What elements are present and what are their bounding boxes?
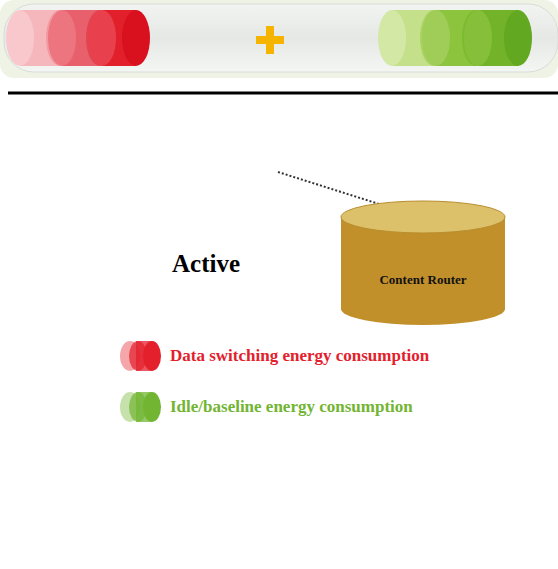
state-label: Active (172, 250, 240, 278)
legend-text: Idle/baseline energy consumption (170, 397, 413, 417)
cylinder-top (341, 201, 505, 233)
red-cells (6, 10, 150, 66)
cylinder-bottom (341, 293, 505, 325)
legend-text: Data switching energy consumption (170, 346, 429, 366)
node-text: Content Router (340, 272, 506, 288)
legend-swatch (116, 340, 162, 372)
swatch-cell (143, 341, 161, 371)
panel-glow (0, 0, 558, 78)
divider-line (8, 92, 558, 95)
battery-body (4, 4, 558, 72)
legend-row: Idle/baseline energy consumption (116, 391, 413, 423)
plus-sign (256, 26, 284, 54)
legend-swatch (116, 391, 162, 423)
green-cells (378, 10, 532, 66)
legend-row: Data switching energy consumption (116, 340, 429, 372)
router-cylinder: Content Router (340, 200, 506, 326)
cylinder-shape (340, 200, 506, 326)
swatch-cell (143, 392, 161, 422)
